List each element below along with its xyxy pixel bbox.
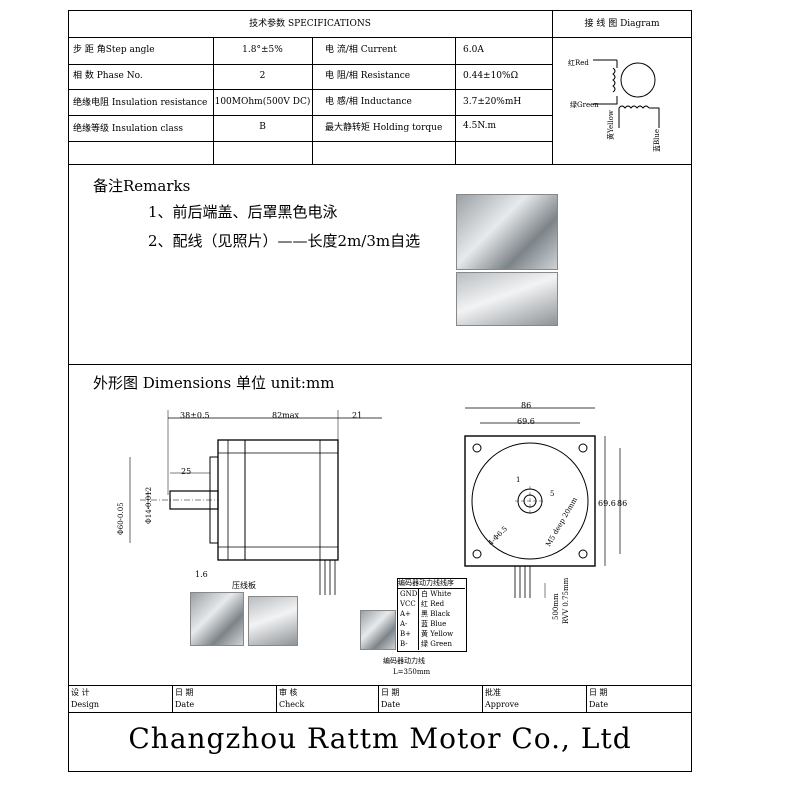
wire-green-label: 绿Green: [570, 101, 599, 109]
encoder-title: 编码器动力线线序: [398, 579, 454, 587]
spec-label: 最大静转矩 Holding torque: [325, 123, 443, 133]
spec-header-line: [68, 37, 552, 38]
plate-photo-1: [190, 592, 244, 646]
signoff-cn: 批准: [485, 688, 501, 697]
spec-value: 0.44±10%Ω: [463, 71, 519, 81]
signoff-en: Design: [71, 700, 100, 709]
spec-label: 电 感/相 Inductance: [325, 97, 412, 107]
dim-shaft-length: 25: [181, 467, 192, 476]
spec-label: 绝缘等级 Insulation class: [73, 124, 183, 134]
remark-line-1: 1、前后端盖、后罩黑色电泳: [148, 203, 338, 221]
spec-label: 绝缘电阻 Insulation resistance: [73, 98, 208, 108]
encoder-pin: VCC: [400, 600, 416, 608]
signoff-cn: 日 期: [381, 688, 400, 697]
encoder-color: 红 Red: [421, 600, 445, 608]
encoder-pin: GND: [400, 590, 418, 598]
spec-label: 电 流/相 Current: [325, 45, 397, 55]
spec-value: 1.8°±5%: [242, 45, 283, 55]
signoff-cn: 日 期: [589, 688, 608, 697]
signoff-cn: 审 核: [279, 688, 298, 697]
remarks-title: 备注Remarks: [93, 177, 191, 195]
remarks-bottom-line: [68, 364, 692, 365]
encoder-pin: B+: [400, 630, 412, 638]
encoder-pin: A+: [400, 610, 411, 618]
wire-red-label: 红Red: [568, 59, 589, 67]
wire-yellow-label: 黄Yellow: [607, 110, 615, 140]
lead-wire-spec: RVV 0.75mm: [562, 577, 570, 624]
encoder-color: 黄 Yellow: [421, 630, 454, 638]
cable-photo: [456, 194, 558, 270]
dim-front-height: 86: [617, 499, 628, 508]
plate-photo-2: [248, 596, 298, 646]
spec-header: 技术参数 SPECIFICATIONS: [249, 19, 371, 29]
spec-value: 4.5N.m: [463, 121, 497, 131]
spec-value: 2: [259, 71, 266, 81]
encoder-color: 黑 Black: [421, 610, 450, 618]
spec-value: 6.0A: [463, 45, 484, 55]
encoder-pin: B-: [400, 640, 408, 648]
dim-flange-thickness: 1.6: [195, 570, 208, 579]
dim-front-hole-vertical: 69.6: [598, 499, 616, 508]
wire-blue-label: 蓝Blue: [653, 128, 661, 152]
side-view-drawing: [129, 410, 382, 595]
company-name: Changzhou Rattm Motor Co., Ltd: [128, 722, 632, 755]
spec-label: 电 阻/相 Resistance: [325, 71, 411, 81]
spec-value: B: [259, 122, 266, 132]
dim-shaft-dia: Φ14-0.012: [145, 486, 153, 524]
remark-line-2: 2、配线（见照片）——长度2m/3m自选: [148, 232, 421, 250]
signoff-cn: 日 期: [175, 688, 194, 697]
signoff-en: Date: [175, 700, 195, 709]
spec-value: 3.7±20%mH: [463, 97, 522, 107]
encoder-plug-photo: [360, 610, 396, 650]
drawing-sheet: [68, 10, 692, 772]
dim-flat-2: 1: [516, 476, 521, 484]
encoder-color: 蓝 Blue: [421, 620, 447, 628]
encoder-pin: A-: [400, 620, 408, 628]
spec-label: 相 数 Phase No.: [73, 71, 143, 81]
dim-pilot-dia: Φ60-0.05: [117, 502, 125, 535]
spec-value: 100MOhm(500V DC): [214, 97, 311, 107]
encoder-line-label: 编码器动力线: [383, 657, 425, 665]
signoff-en: Date: [589, 700, 609, 709]
connector-photo: [456, 272, 558, 326]
encoder-table: [397, 578, 467, 652]
dim-flange-depth: 38±0.5: [180, 411, 210, 420]
dim-flat: 5: [550, 490, 555, 498]
front-view-drawing: [464, 407, 621, 598]
wiring-diagram: [593, 59, 660, 128]
signoff-bottom-line: [68, 712, 692, 713]
plate-label: 压线板: [232, 581, 256, 590]
encoder-length: L=350mm: [393, 668, 431, 676]
signoff-cn: 设 计: [71, 688, 90, 697]
signoff-en: Date: [381, 700, 401, 709]
diagram-header: 接 线 图 Diagram: [584, 19, 660, 29]
dim-body-length: 82max: [272, 411, 300, 420]
signoff-top-line: [68, 685, 692, 686]
dim-front-width: 86: [521, 401, 532, 410]
dim-rear: 21: [352, 411, 363, 420]
signoff-en: Check: [279, 700, 305, 709]
encoder-color: 绿 Green: [421, 640, 452, 648]
dim-front-hole-spacing: 69.6: [517, 417, 535, 426]
encoder-color: 白 White: [421, 590, 452, 598]
dimensions-title: 外形图 Dimensions 单位 unit:mm: [93, 374, 335, 392]
spec-bottom-line: [68, 164, 692, 165]
spec-label: 步 距 角Step angle: [73, 45, 155, 55]
signoff-en: Approve: [485, 700, 519, 709]
